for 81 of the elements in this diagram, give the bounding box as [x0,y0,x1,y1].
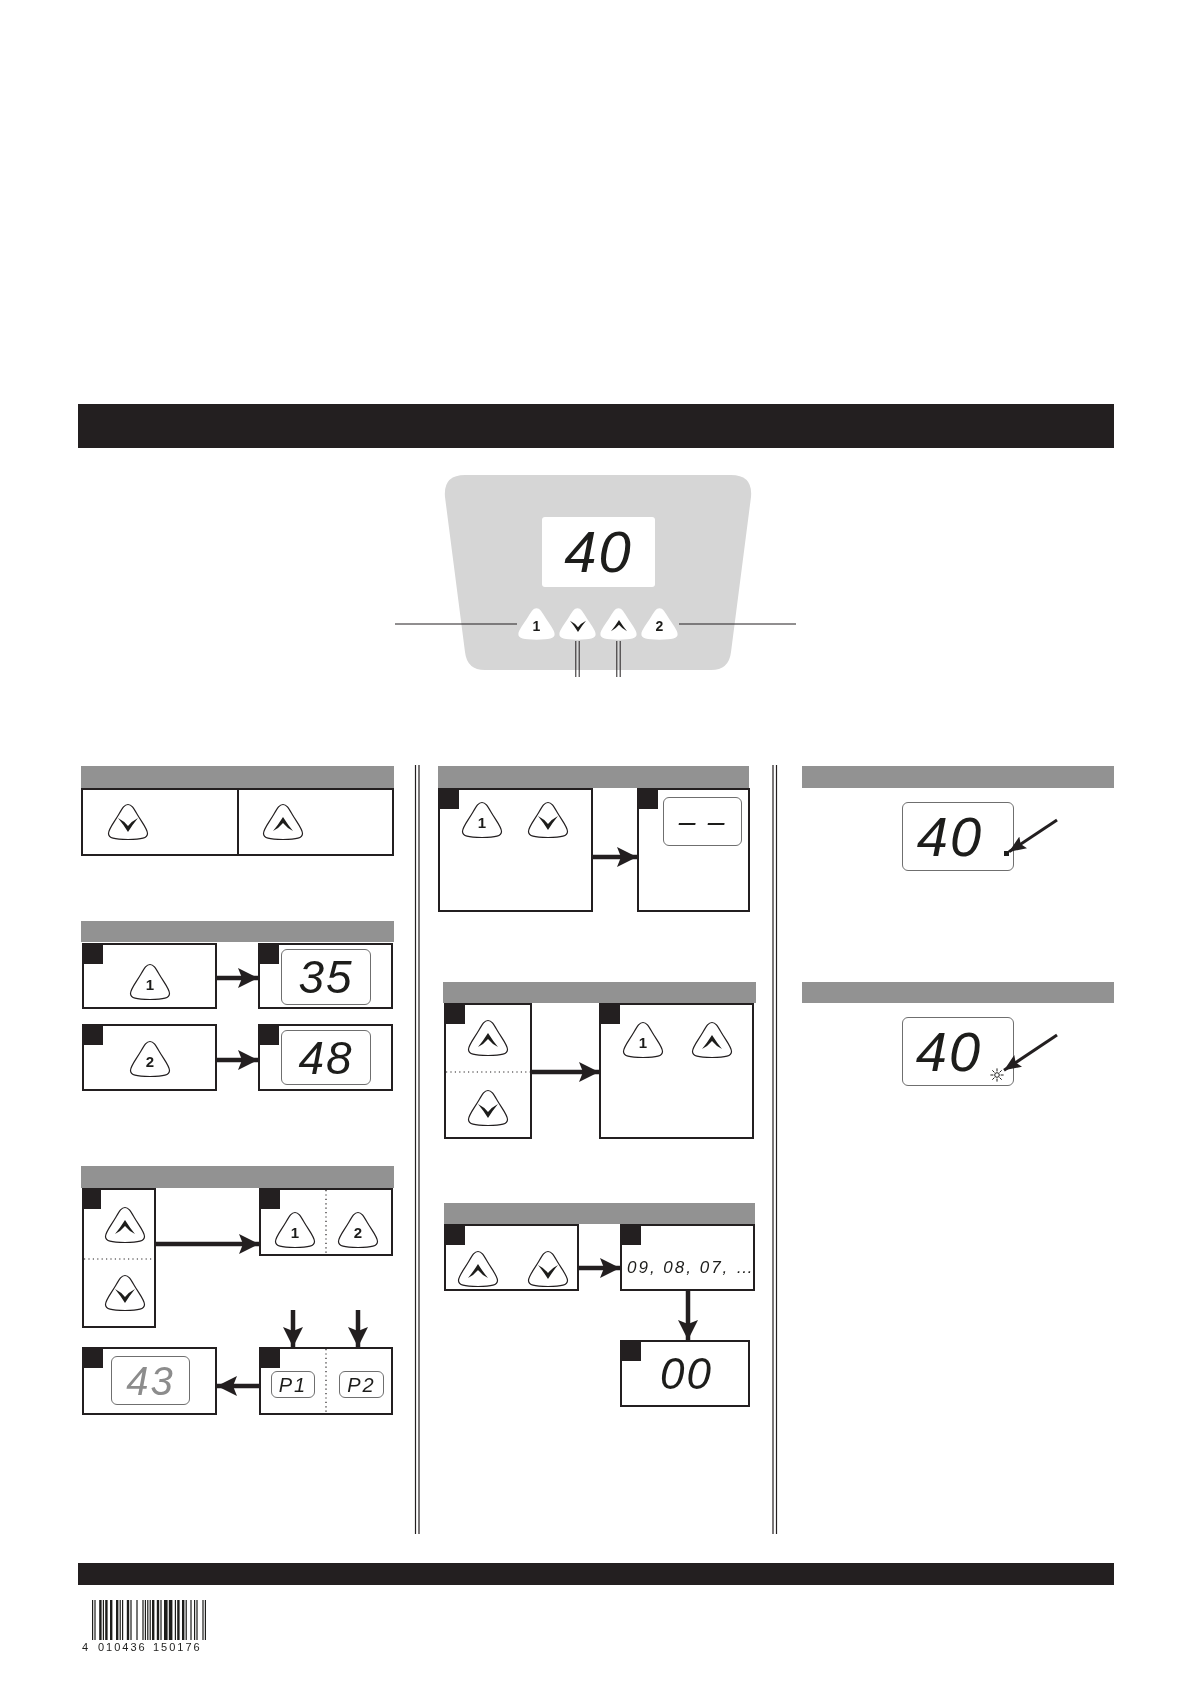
number-button: 1 [622,1021,664,1059]
key-cell [237,788,394,856]
display-reading: 40 [915,1023,983,1080]
footer-band [78,1563,1114,1585]
arrow [217,1376,259,1396]
barcode-digits: 010436 [98,1642,147,1653]
countdown-sequence: 09, 08, 07, … [627,1259,756,1276]
step-box [620,1224,755,1291]
display-reading: 43 [126,1360,175,1401]
arrow [156,1234,259,1254]
down-button [527,1250,569,1288]
title-band [78,404,1114,448]
number-button: 1 [461,801,503,839]
barcode-digits: 4 [82,1642,91,1653]
display-reading: 40 [564,523,633,581]
decimal-point-icon [1004,851,1009,856]
arrow [1003,1033,1058,1072]
arrow [593,847,637,867]
step-box [259,1347,393,1415]
display-reading: 00 [660,1352,713,1396]
arrow [217,1050,258,1070]
arrow [283,1310,303,1347]
step-box [438,788,593,912]
barcode-digits: 150176 [153,1642,202,1653]
number-button: 1 [517,607,556,641]
up-button [691,1021,733,1059]
lcd-display [281,949,371,1005]
step-box [82,943,217,1009]
arrow [1008,818,1058,854]
leader-line [678,623,797,625]
up-button [104,1206,146,1244]
step-box [599,1003,754,1139]
arrow [217,968,258,988]
step-box [258,1024,393,1091]
display-reading: P2 [347,1374,376,1395]
display-reading: 48 [298,1034,354,1081]
number-button: 1 [129,963,171,1001]
lcd-display [663,797,742,846]
lcd-display [902,802,1014,871]
number-button: 2 [129,1040,171,1078]
display-reading: P1 [278,1374,308,1395]
number-button: 2 [337,1211,379,1249]
lcd-display [542,517,655,587]
lcd-display [902,1017,1014,1086]
down-button [467,1089,509,1127]
step-box [444,1224,579,1291]
step-box [444,1003,532,1139]
leader-line [616,640,621,678]
step-box [637,788,750,912]
sun-icon [990,1068,1004,1082]
leader-line [394,623,518,625]
arrow [348,1310,368,1347]
display-reading: – – [678,806,727,837]
down-button [558,607,597,641]
step-box [82,1188,156,1328]
step-box [259,1188,393,1256]
step-box [82,1347,217,1415]
arrow [678,1291,698,1340]
lcd-display [281,1030,371,1085]
number-button: 1 [274,1211,316,1249]
number-button: 2 [640,607,679,641]
leader-line [575,640,580,678]
up-button [262,803,304,841]
control-panel [443,475,753,670]
step-box [82,1024,217,1091]
up-button [599,607,638,641]
down-button [107,803,149,841]
arrow [579,1258,620,1278]
lcd-display [111,1356,190,1405]
lcd-display [271,1371,315,1398]
lcd-display [339,1371,384,1398]
key-cell [81,788,239,856]
up-button [457,1250,499,1288]
arrow [532,1062,599,1082]
display-reading: 40 [916,808,984,865]
step-box [620,1340,750,1407]
up-button [467,1019,509,1057]
down-button [527,801,569,839]
step-box [258,943,393,1009]
display-reading: 35 [298,954,354,1000]
down-button [104,1274,146,1312]
